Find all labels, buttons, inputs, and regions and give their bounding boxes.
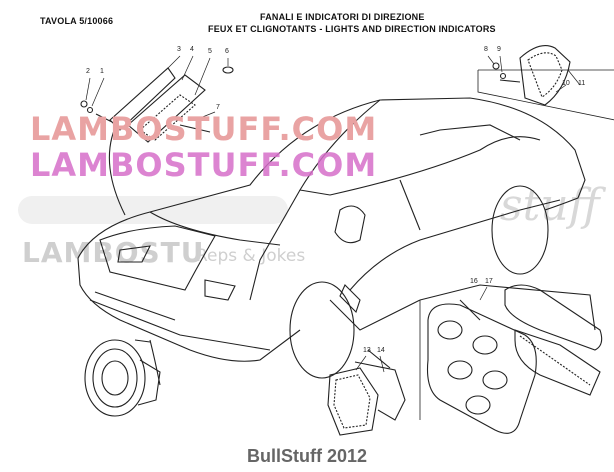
part-number-10: 10: [562, 80, 570, 87]
headlamp-unit: [84, 339, 161, 417]
part-number-9: 9: [497, 46, 501, 53]
front-side-marker-assembly: [80, 66, 234, 216]
watermark-grey-logo: LAMBOSTU: [22, 236, 205, 269]
plate-number: TAVOLA 5/10066: [40, 16, 114, 26]
watermark-grey-small: Reps & Jokes: [196, 246, 306, 266]
part-number-7: 7: [216, 104, 220, 111]
taillight-cluster: [419, 284, 603, 434]
bumper-lamp-unit: [327, 349, 406, 436]
part-number-6: 6: [225, 48, 229, 55]
title-multilingual: FEUX ET CLIGNOTANTS - LIGHTS AND DIRECTI…: [208, 24, 496, 34]
part-number-4: 4: [190, 46, 194, 53]
watermark-bar: [18, 196, 288, 224]
rear-indicator-assembly: [477, 45, 614, 121]
watermark-red: LAMBOSTUFF.COM: [30, 110, 378, 148]
part-number-13: 13: [363, 347, 371, 354]
footer-credit: BullStuff 2012: [246, 446, 368, 466]
part-number-5: 5: [208, 48, 212, 55]
title-italian: FANALI E INDICATORI DI DIREZIONE: [260, 12, 425, 22]
part-number-3: 3: [177, 46, 181, 53]
part-number-16: 16: [470, 278, 478, 285]
part-number-8: 8: [484, 46, 488, 53]
watermark-pink: LAMBOSTUFF.COM: [30, 146, 378, 184]
leader-lines: [85, 55, 581, 373]
part-number-11: 11: [578, 80, 586, 87]
part-number-1: 1: [100, 68, 104, 75]
part-number-14: 14: [377, 347, 385, 354]
part-number-17: 17: [485, 278, 493, 285]
car-body: [77, 97, 586, 379]
part-number-2: 2: [86, 68, 90, 75]
watermark-script: stuff: [500, 180, 600, 231]
